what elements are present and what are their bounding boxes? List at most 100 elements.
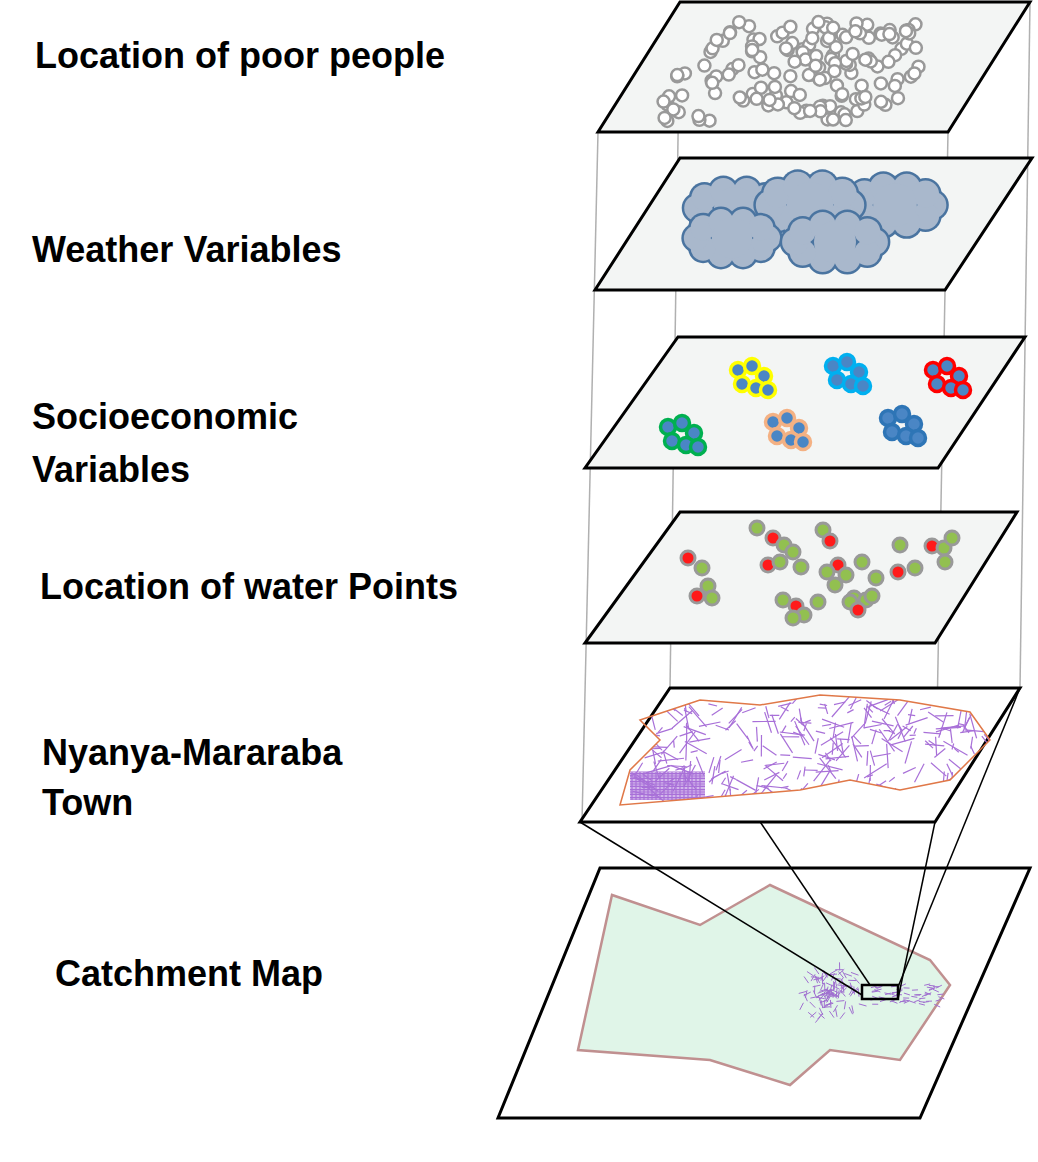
- road-line: [648, 746, 667, 748]
- road-line: [941, 726, 965, 728]
- road-line: [630, 797, 705, 798]
- road-line: [851, 972, 859, 975]
- person-marker: [910, 42, 922, 54]
- road-line: [844, 1001, 845, 1009]
- road-line: [822, 724, 831, 726]
- road-line: [895, 717, 905, 742]
- road-line: [960, 784, 965, 790]
- road-line: [926, 1001, 932, 1002]
- road-line: [749, 742, 752, 748]
- road-line: [957, 779, 959, 785]
- road-line: [870, 751, 874, 766]
- road-line: [630, 792, 705, 793]
- person-marker: [676, 89, 688, 101]
- person-marker: [784, 70, 796, 82]
- road-line: [810, 1012, 816, 1017]
- catchment-layer: [498, 868, 1030, 1118]
- road-line: [686, 725, 699, 742]
- road-line: [825, 753, 831, 761]
- household-dot: [691, 440, 706, 455]
- road-line: [975, 778, 980, 793]
- water-point: [794, 560, 808, 574]
- road-line: [970, 772, 980, 793]
- road-line: [737, 724, 748, 739]
- road-line: [872, 991, 878, 993]
- household-dot: [761, 383, 776, 398]
- road-line: [810, 1002, 816, 1008]
- road-line: [915, 764, 925, 782]
- road-line: [804, 977, 809, 984]
- road-line: [826, 983, 833, 986]
- layer-label: Nyanya-Mararaba Town: [42, 728, 402, 828]
- road-line: [885, 993, 891, 995]
- road-line: [872, 1004, 878, 1005]
- road-line: [763, 746, 777, 755]
- person-marker: [840, 114, 852, 126]
- road-line: [819, 994, 824, 1000]
- road-line: [711, 771, 725, 779]
- person-marker: [794, 89, 806, 101]
- water-point: [820, 565, 834, 579]
- cloud-body: [712, 218, 752, 258]
- road-line: [868, 778, 870, 787]
- person-marker: [900, 25, 912, 37]
- person-marker: [812, 16, 824, 28]
- road-line: [964, 794, 974, 801]
- person-marker: [806, 32, 818, 44]
- layer-label: Socioeconomic Variables: [32, 390, 362, 496]
- road-line: [628, 707, 636, 712]
- person-marker: [732, 59, 744, 71]
- person-marker: [659, 112, 671, 124]
- road-line: [712, 766, 715, 784]
- road-line: [860, 793, 877, 805]
- road-line: [913, 788, 927, 806]
- road-line: [658, 758, 684, 761]
- road-line: [719, 760, 720, 773]
- person-marker: [784, 21, 796, 33]
- road-line: [903, 768, 916, 774]
- road-line: [805, 769, 818, 771]
- person-marker: [751, 93, 763, 105]
- water-point: [865, 589, 879, 603]
- person-marker: [788, 102, 800, 114]
- road-line: [853, 736, 861, 744]
- map-layer: [598, 2, 1030, 132]
- road-line: [900, 1001, 906, 1002]
- road-line: [864, 764, 887, 778]
- layer-label: Location of water Points: [40, 565, 458, 608]
- water-point: [773, 555, 787, 569]
- road-line: [975, 780, 988, 797]
- household-dot: [856, 379, 871, 394]
- road-line: [819, 1013, 825, 1018]
- road-line: [782, 736, 799, 737]
- road-line: [912, 989, 918, 990]
- road-line: [599, 753, 623, 760]
- road-line: [972, 796, 979, 821]
- road-line: [925, 993, 931, 996]
- road-line: [780, 734, 792, 753]
- road-line: [849, 1007, 853, 1014]
- road-line: [781, 799, 804, 807]
- road-line: [853, 744, 862, 758]
- road-line: [841, 984, 844, 991]
- water-point: [938, 555, 952, 569]
- road-line: [807, 972, 814, 976]
- road-line: [664, 698, 689, 703]
- person-marker: [892, 92, 904, 104]
- road-line: [851, 724, 864, 738]
- road-line: [816, 731, 825, 733]
- person-marker: [724, 27, 736, 39]
- road-line: [799, 709, 801, 721]
- road-line: [833, 982, 835, 990]
- road-line: [872, 990, 878, 991]
- road-line: [934, 1004, 940, 1007]
- road-line: [730, 777, 736, 780]
- road-line: [853, 797, 863, 808]
- road-line: [927, 987, 933, 989]
- road-line: [820, 758, 836, 779]
- road-line: [966, 777, 987, 781]
- road-line: [796, 726, 809, 745]
- road-line: [630, 794, 705, 795]
- road-line: [854, 978, 859, 984]
- road-line: [761, 735, 762, 756]
